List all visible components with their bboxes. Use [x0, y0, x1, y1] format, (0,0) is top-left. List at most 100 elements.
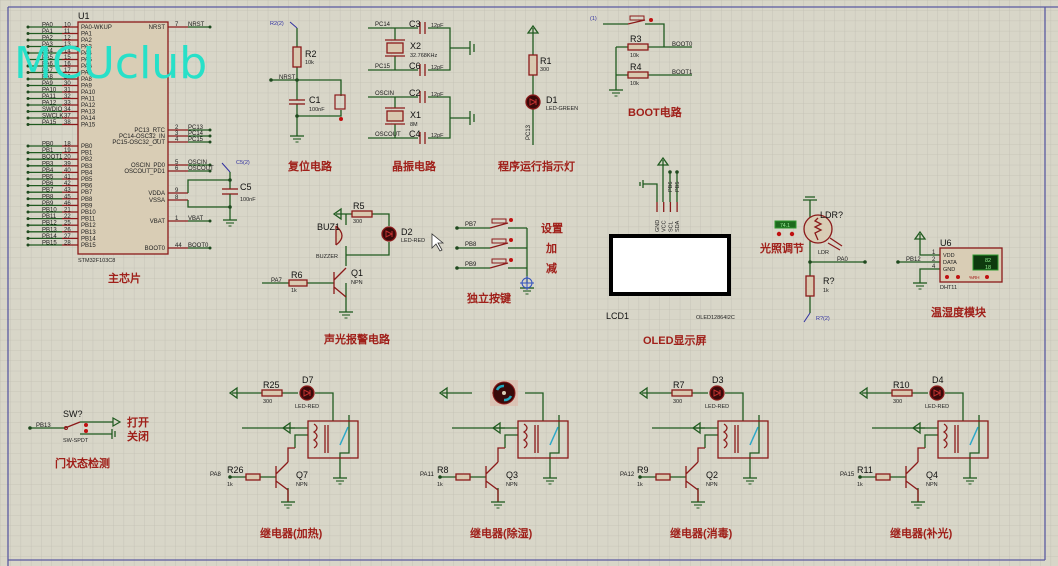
r4-ref: R4 [630, 62, 642, 72]
base-resistor[interactable] [455, 473, 471, 481]
c5-capacitor[interactable]: C5 100nF C5(2) [187, 160, 256, 227]
relay-net: PA11 [420, 472, 434, 478]
dht-pin-number: 2 [932, 257, 936, 263]
mcu-body[interactable] [77, 21, 169, 255]
r5-resistor[interactable] [351, 210, 373, 218]
light-meter-value: 74.1 [780, 223, 790, 229]
r6-resistor[interactable] [288, 279, 308, 287]
led-value: LED-RED [925, 404, 949, 410]
dht-inc-button[interactable] [956, 275, 960, 279]
boot-circuit[interactable]: (1) R3 10k R4 10k BOOT0 BOOT1 BOOT电路 [590, 15, 693, 119]
ldr-circuit[interactable]: 74.1 LDR? LDR PA0 R? 1k R?(2) 光照调节 [759, 196, 867, 323]
pin-net: PB15 [42, 241, 57, 247]
q1-transistor[interactable] [333, 267, 347, 298]
pin-net: PB8 [42, 194, 54, 200]
crystal-circuit[interactable]: PC14 PC15 C3 12pF C6 12pF X2 32.768KHz O… [368, 19, 475, 173]
npn-transistor[interactable] [905, 447, 925, 502]
r4-resistor[interactable] [627, 71, 649, 79]
base-resistor-value: 1k [637, 482, 643, 488]
oled-screen[interactable] [609, 234, 731, 296]
x1-crystal[interactable] [386, 110, 404, 122]
dht-dec-button[interactable] [945, 275, 949, 279]
pin-name: BOOT0 [145, 246, 166, 252]
relay-title: 继电器(消毒) [670, 526, 733, 540]
pin-name: PB14 [81, 236, 96, 242]
pin-net: PB5 [42, 175, 54, 181]
pin-net: PB9 [42, 201, 54, 207]
base-resistor[interactable] [875, 473, 891, 481]
x2-crystal[interactable] [386, 42, 404, 54]
pin-net: OSCIN [188, 160, 207, 166]
relay-led[interactable] [929, 385, 945, 401]
light-dec-button[interactable] [776, 231, 782, 237]
relay-body[interactable] [717, 420, 769, 459]
r6-ref: R6 [291, 270, 303, 280]
relay-body[interactable] [517, 420, 569, 459]
r3-ref: R3 [630, 34, 642, 44]
alarm-circuit[interactable]: R5 300 D2 LED-RED BUZ1 BUZZER R6 1k Q1 N… [262, 201, 425, 346]
switch-ref: SW? [63, 409, 83, 419]
pin-net: PA4 [42, 49, 54, 55]
relay-body[interactable] [937, 420, 989, 459]
reset-button[interactable] [334, 94, 346, 110]
door-circuit[interactable]: PB13 SW? SW-SPDT 打开 关闭 门状态检测 [28, 409, 149, 470]
switch-toggle[interactable] [84, 423, 88, 427]
relay-net: PA12 [620, 472, 635, 478]
watermark: MCUclub [14, 38, 207, 89]
r-ldr-resistor[interactable] [805, 275, 815, 297]
pin-name: PA3 [81, 45, 93, 51]
led-resistor[interactable] [671, 389, 693, 397]
pin-name: PC15-OSC32_OUT [112, 140, 165, 146]
pin-net: PA1 [42, 29, 54, 35]
reset-circuit[interactable]: R2(2) R2 10k C1 100nF NRST 复位电路 [269, 21, 346, 173]
d1-led[interactable] [525, 94, 541, 110]
relay-body[interactable] [307, 420, 359, 459]
npn-transistor[interactable] [685, 447, 705, 502]
pin-number: 34 [64, 107, 71, 113]
led-resistor[interactable] [261, 389, 283, 397]
relay-led[interactable] [299, 385, 315, 401]
indicator-circuit[interactable]: R1 300 D1 LED-GREEN PC13 程序运行指示灯 [498, 25, 578, 173]
npn-transistor[interactable] [275, 447, 295, 502]
npn-transistor[interactable] [485, 447, 505, 502]
light-meter[interactable] [774, 220, 797, 229]
buzzer[interactable] [335, 225, 343, 246]
r2-resistor[interactable] [292, 46, 302, 68]
dht-pin-name: DATA [943, 260, 957, 266]
led-resistor[interactable] [891, 389, 913, 397]
pin-number: 42 [64, 181, 71, 187]
pin-number: 1 [175, 216, 179, 222]
r1-resistor[interactable] [528, 54, 538, 76]
d2-led[interactable] [381, 226, 397, 242]
transistor-value: NPN [706, 482, 718, 488]
relay-led[interactable] [709, 385, 725, 401]
pin-net: PB13 [42, 227, 57, 233]
base-resistor[interactable] [245, 473, 261, 481]
transistor-value: NPN [296, 482, 308, 488]
r3-resistor[interactable] [627, 43, 649, 51]
pin-number: 21 [64, 208, 71, 214]
pin-net: PB3 [42, 161, 54, 167]
light-inc-button[interactable] [789, 231, 795, 237]
base-resistor[interactable] [655, 473, 671, 481]
mouse-cursor-icon [431, 233, 445, 252]
dht-toggle-button[interactable] [985, 275, 989, 279]
led-resistor-value: 300 [263, 399, 272, 405]
